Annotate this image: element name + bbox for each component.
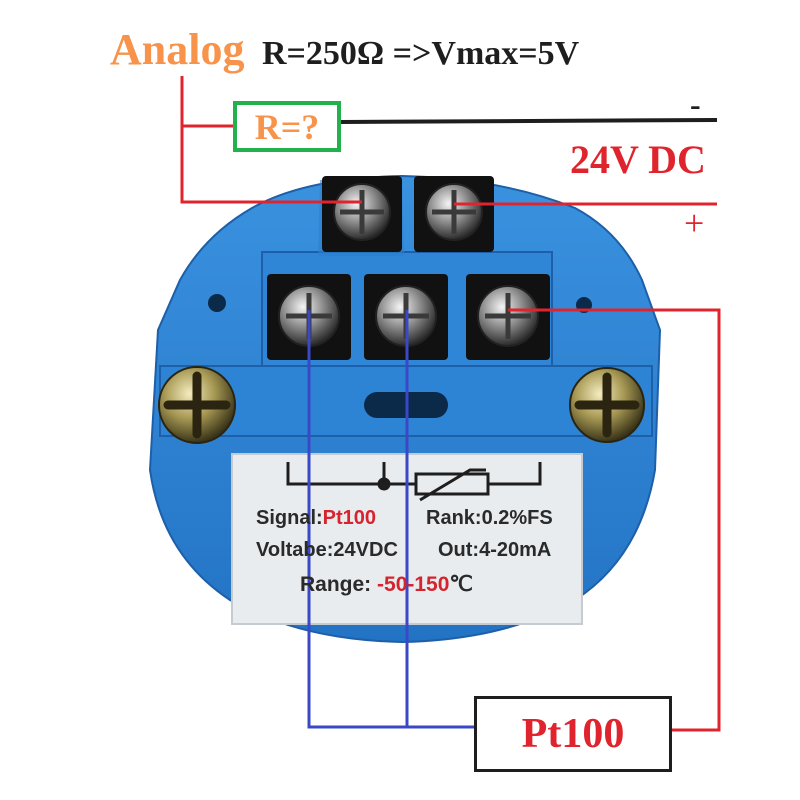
terminal-screw-icon xyxy=(477,285,539,347)
mounting-screw-icon xyxy=(569,367,645,443)
device-signal-label: Signal:Pt100 xyxy=(256,508,376,528)
terminal-screw-icon xyxy=(333,183,391,241)
rtd-symbol-icon xyxy=(286,462,542,502)
sensor-box: Pt100 xyxy=(474,696,672,772)
device-voltage-label: Voltabe:24VDC xyxy=(256,539,398,561)
range-prefix: Range: xyxy=(300,573,372,596)
supply-voltage-label: 24V DC xyxy=(570,137,706,182)
device-range-label: Range: -50-150℃ xyxy=(300,574,473,595)
resistor-formula: R=250Ω =>Vmax=5V xyxy=(262,35,580,72)
device-output-label: Out:4-20mA xyxy=(438,539,552,561)
mounting-screw-icon xyxy=(158,366,236,444)
analog-output-wire xyxy=(180,76,362,204)
signal-prefix: Signal: xyxy=(256,507,323,529)
device-rank-label: Rank:0.2%FS xyxy=(426,507,553,529)
range-unit: ℃ xyxy=(449,573,474,596)
sensor-wire-red xyxy=(508,308,721,732)
analog-label: Analog xyxy=(110,25,245,74)
sensor-wire-blue xyxy=(307,310,474,729)
supply-plus-sign: + xyxy=(684,203,705,243)
resistor-box: R=? xyxy=(233,101,341,152)
signal-value: Pt100 xyxy=(322,507,377,529)
supply-negative-wire xyxy=(340,118,718,124)
terminal-screw-icon xyxy=(425,183,483,241)
sensor-box-label: Pt100 xyxy=(521,711,625,757)
resistor-box-label: R=? xyxy=(254,106,320,147)
supply-minus-sign: - xyxy=(690,86,701,122)
range-value: -50-150 xyxy=(377,573,450,596)
